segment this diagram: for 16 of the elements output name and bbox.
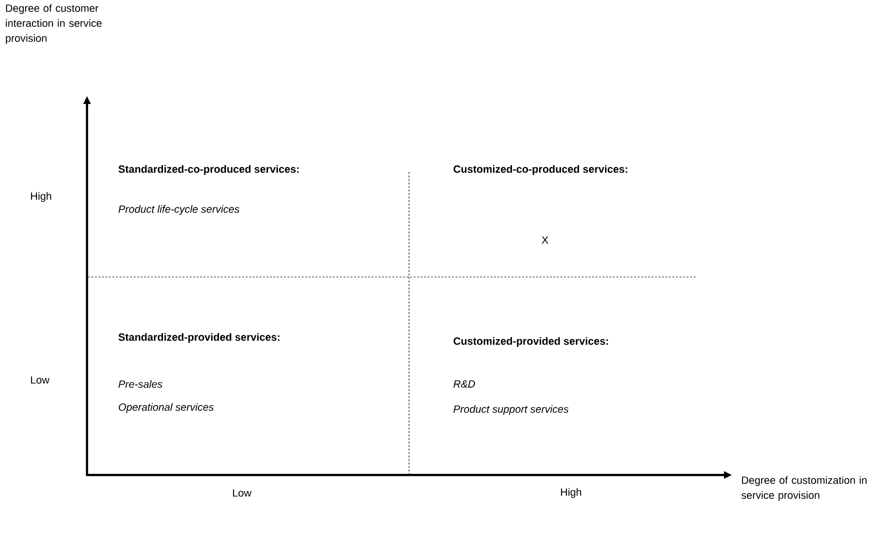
quadrant-item: R&D (454, 380, 476, 388)
axis-title: Degree of customization in service provision (742, 476, 867, 501)
axis-title: Degree of customer interaction in service provision (6, 4, 102, 44)
axis-level-label: High (31, 192, 52, 202)
quadrant-item: Product life-cycle services (118, 205, 240, 215)
quadrant-item: Product support services (454, 405, 569, 415)
quadrant-heading: Standardized-provided services: (118, 333, 280, 343)
quadrant-heading: Standardized-co-produced services: (118, 165, 299, 175)
quadrant-item: Operational services (118, 403, 214, 413)
axis-level-label: High (561, 488, 582, 498)
quadrant-mark: X (542, 236, 548, 244)
quadrant-item: Pre-sales (118, 380, 162, 388)
axis-level-label: Low (233, 489, 252, 497)
axis-level-label: Low (31, 376, 50, 384)
quadrant-heading: Customized-provided services: (454, 337, 608, 347)
quadrant-heading: Customized-co-produced services: (454, 165, 628, 175)
